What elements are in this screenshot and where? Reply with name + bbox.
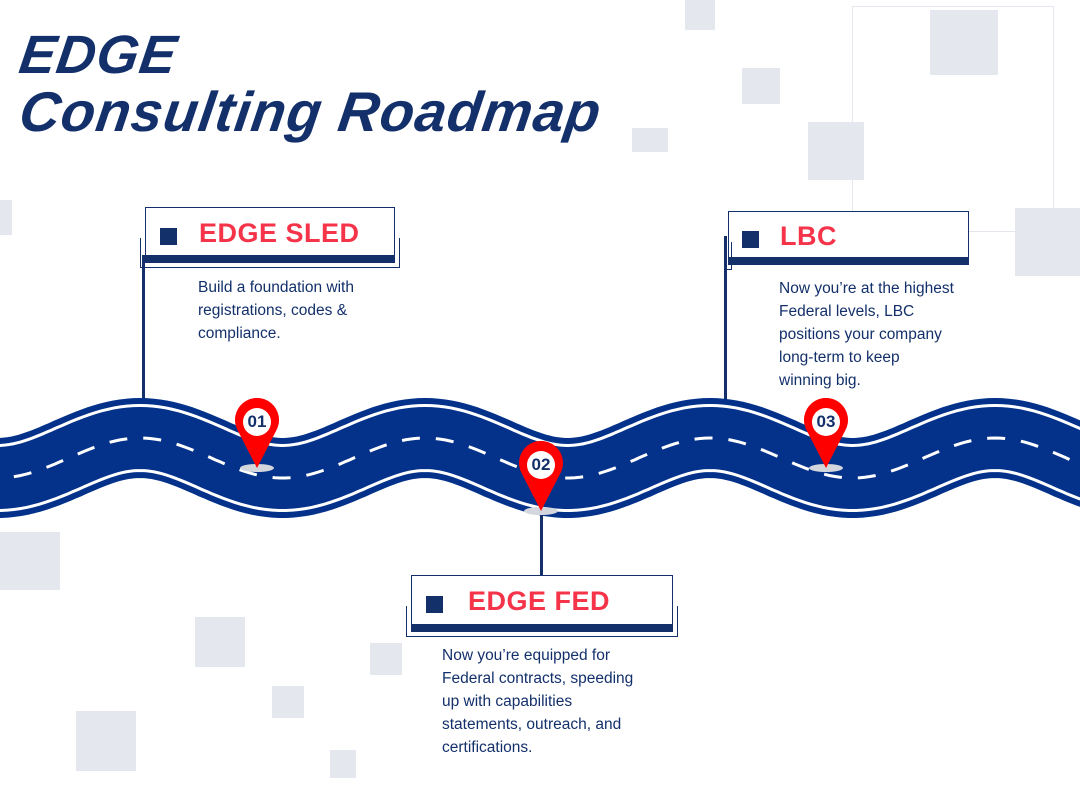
location-pin-icon: 02 — [516, 440, 566, 515]
connector-line — [540, 505, 543, 577]
pin-number: 01 — [247, 412, 267, 431]
pin-number: 03 — [816, 412, 836, 431]
pin-shape — [519, 440, 563, 515]
square-marker-icon — [160, 228, 177, 245]
connector-line — [724, 236, 727, 406]
square-marker-icon — [742, 231, 759, 248]
bg-square — [0, 532, 60, 590]
stage-description: Now you’re at the highest Federal levels… — [779, 280, 954, 389]
bg-square — [76, 711, 136, 771]
bg-square — [685, 0, 715, 30]
bg-square — [742, 68, 780, 104]
bg-square — [0, 200, 12, 235]
stage-card-edge-sled: EDGE SLED — [140, 207, 400, 268]
bg-square — [632, 128, 668, 152]
bg-square — [330, 750, 356, 778]
location-pin-icon: 03 — [801, 397, 851, 472]
connector-line — [142, 255, 145, 405]
stage-card-lbc: LBC — [724, 211, 969, 270]
pin-shape — [804, 397, 848, 472]
stage-label: EDGE SLED — [199, 218, 360, 248]
pin-number: 02 — [531, 455, 551, 474]
pin-shape — [235, 397, 279, 472]
bg-square — [808, 122, 864, 180]
stage-label: LBC — [780, 221, 837, 251]
bg-square — [1015, 208, 1080, 276]
location-pin-icon: 01 — [232, 397, 282, 472]
bg-square — [195, 617, 245, 667]
stage-card-edge-fed: EDGE FED — [406, 575, 678, 637]
bg-square — [272, 686, 304, 718]
square-marker-icon — [426, 596, 443, 613]
stage-label: EDGE FED — [468, 586, 611, 616]
bg-square — [370, 643, 402, 675]
bg-square — [930, 10, 998, 75]
stage-description: Build a foundation with registrations, c… — [198, 279, 354, 342]
stage-description: Now you’re equipped for Federal contract… — [442, 647, 634, 756]
